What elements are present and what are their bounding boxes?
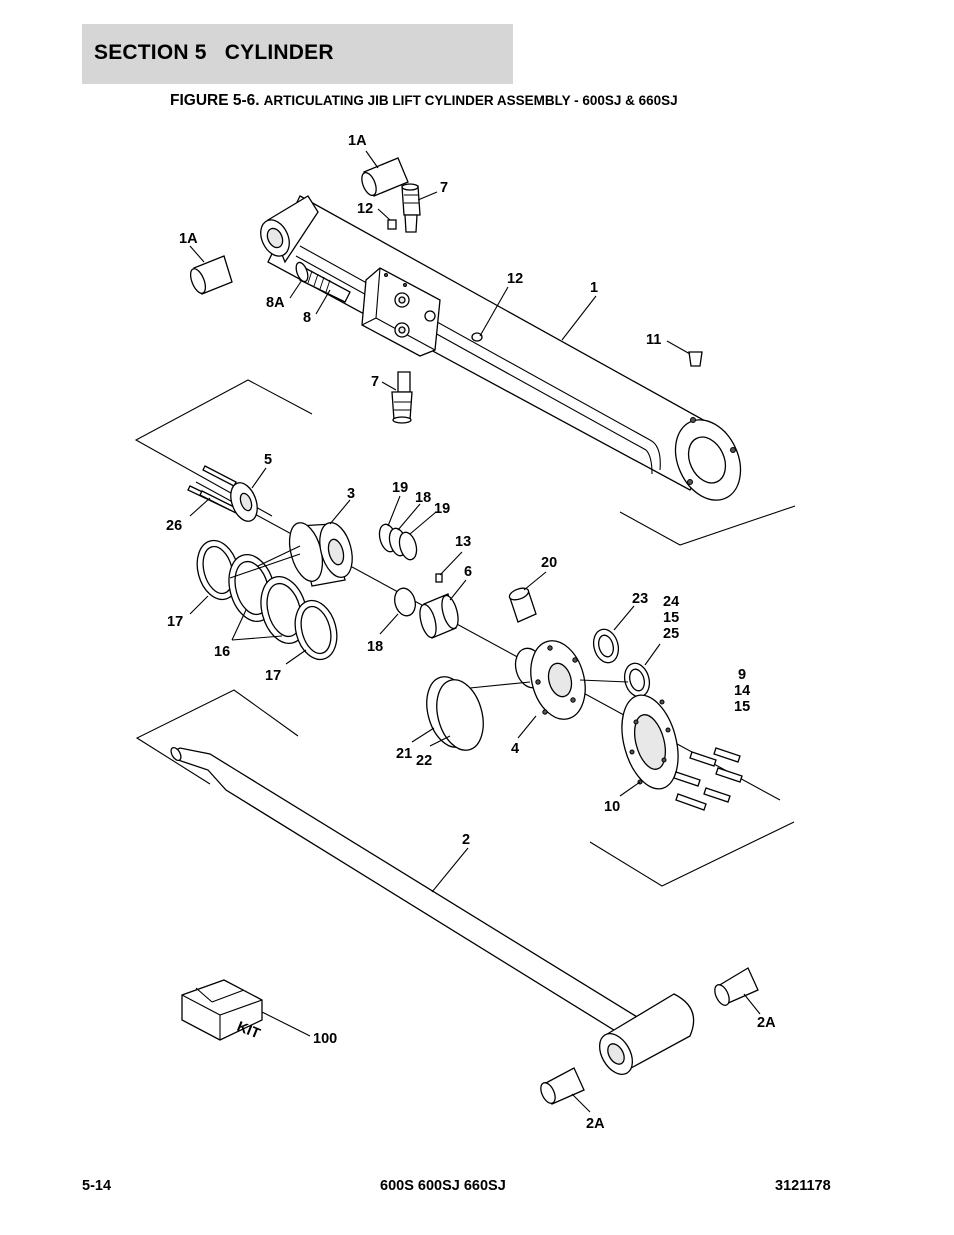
- section-title: SECTION 5 CYLINDER: [94, 41, 334, 64]
- callout-25: 25: [663, 626, 679, 642]
- flange-10: [621, 694, 679, 790]
- callout-12-mid: 12: [507, 271, 523, 287]
- callout-2: 2: [462, 832, 470, 848]
- callout-17a: 17: [167, 614, 183, 630]
- callout-13: 13: [455, 534, 471, 550]
- seal-22: [436, 679, 484, 751]
- callout-1: 1: [590, 280, 598, 296]
- plug-11: [688, 351, 703, 367]
- callout-5: 5: [264, 452, 272, 468]
- bushing-2a-right: [714, 967, 759, 1006]
- valve-block: [361, 267, 441, 357]
- callout-21: 21: [396, 746, 412, 762]
- callout-11: 11: [646, 332, 661, 348]
- callout-14: 14: [734, 683, 750, 699]
- plug-12-mid: [471, 332, 483, 342]
- callout-9: 9: [738, 667, 746, 683]
- callout-20: 20: [541, 555, 557, 571]
- callout-26: 26: [166, 518, 182, 534]
- cartridge-valve: [295, 261, 351, 303]
- callout-23: 23: [632, 591, 648, 607]
- piston-3: [288, 522, 353, 587]
- callout-6: 6: [464, 564, 472, 580]
- page-number: 5-14: [82, 1178, 112, 1194]
- callout-4: 4: [511, 741, 519, 757]
- callout-18b: 18: [367, 639, 383, 655]
- leader-lines: [189, 150, 761, 1113]
- callout-100: 100: [313, 1031, 337, 1047]
- callout-24: 24: [663, 594, 679, 610]
- bushing-20: [508, 587, 537, 623]
- callout-22: 22: [416, 753, 432, 769]
- callout-1a-top: 1A: [348, 133, 367, 149]
- guide-plane-lower: [135, 689, 795, 887]
- cylinder-head-4: [514, 640, 586, 720]
- plug-12-top: [387, 219, 397, 230]
- callout-16: 16: [214, 644, 230, 660]
- ring-19b: [398, 531, 418, 561]
- figure-title: FIGURE 5-6. ARTICULATING JIB LIFT CYLIND…: [170, 92, 678, 110]
- section-header-box: [82, 24, 513, 84]
- callout-8a: 8A: [266, 295, 285, 311]
- seal-16b-inner: [266, 582, 302, 638]
- callout-8: 8: [303, 310, 311, 326]
- callout-15b: 15: [734, 699, 750, 715]
- callout-18a: 18: [415, 490, 431, 506]
- callout-17b: 17: [265, 668, 281, 684]
- bushing-1a-left: [189, 255, 233, 295]
- callout-2a-bottom: 2A: [586, 1116, 605, 1132]
- bolts-9: [673, 747, 743, 811]
- callout-7-bottom: 7: [371, 374, 379, 390]
- figure-number: FIGURE 5-6.: [170, 92, 260, 109]
- ring-18b: [394, 587, 416, 617]
- seal-17b-inner: [300, 605, 332, 655]
- callout-19b: 19: [434, 501, 450, 517]
- callout-1a-left: 1A: [179, 231, 198, 247]
- callout-7-top: 7: [440, 180, 448, 196]
- fitting-bottom: [391, 371, 413, 424]
- figure-caption: ARTICULATING JIB LIFT CYLINDER ASSEMBLY …: [263, 93, 678, 108]
- callout-3: 3: [347, 486, 355, 502]
- kit-box: KIT: [181, 979, 263, 1043]
- callout-19a: 19: [392, 480, 408, 496]
- wiper-23-inner: [598, 634, 614, 658]
- lock-ring-5: [230, 482, 258, 522]
- guide-plane-upper: [134, 379, 796, 546]
- piston-rod-2: [170, 746, 695, 1075]
- cylinder-barrel: [260, 195, 742, 501]
- document-number: 3121178: [775, 1178, 831, 1194]
- seal-24-inner: [629, 668, 645, 692]
- fitting-top: [401, 183, 421, 233]
- bushing-1a-top: [361, 157, 409, 197]
- callout-15a: 15: [663, 610, 679, 626]
- callout-10: 10: [604, 799, 620, 815]
- spacer-6: [419, 573, 459, 639]
- bushing-2a-bottom: [540, 1067, 585, 1105]
- callout-12-top: 12: [357, 201, 373, 217]
- callout-2a-right: 2A: [757, 1015, 776, 1031]
- model-list: 600S 600SJ 660SJ: [380, 1178, 506, 1194]
